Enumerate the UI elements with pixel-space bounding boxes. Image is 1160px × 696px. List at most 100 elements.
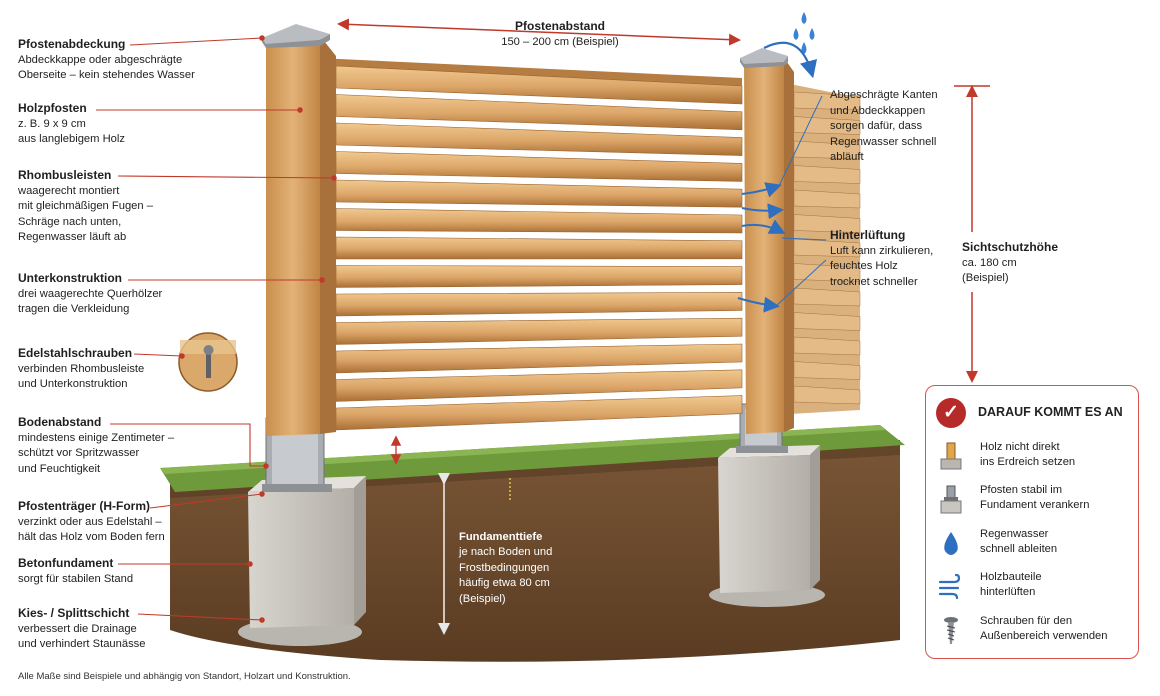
label-title: Holzpfosten: [18, 101, 87, 115]
runoff-label: Abgeschrägte Kanten und Abdeckkappen sor…: [830, 88, 950, 166]
label-title: Unterkonstruktion: [18, 271, 123, 285]
label-title: Pfostenträger (H-Form): [18, 499, 151, 513]
leader-line: [775, 259, 827, 307]
airflow-icon: [938, 573, 961, 600]
leader-dot: [297, 107, 303, 113]
rhombus-slat: [335, 369, 743, 402]
label-unterkonstruktion: Unterkonstruktion drei waagerechte Querhö…: [18, 271, 218, 318]
label-description: z. B. 9 x 9 cm aus langlebigem Holz: [18, 117, 125, 146]
rhombus-slat: [335, 208, 743, 234]
panel-item-text: Schrauben für den Außenbereich verwenden: [980, 615, 1108, 642]
post-anchor-icon: [940, 485, 962, 514]
label-pfostenträger-h-form: Pfostenträger (H-Form) verzinkt oder aus …: [18, 499, 218, 546]
leader-dot: [247, 561, 253, 567]
leader-dot: [319, 277, 325, 283]
ventilation-arrows: [737, 182, 786, 313]
foundation-depth-title: Fundamenttiefe: [459, 530, 543, 543]
panel-item-text: Holz nicht direkt ins Erdreich setzen: [980, 441, 1076, 468]
ventilation-label: Hinterlüftung Luft kann zirkulieren, feu…: [830, 228, 950, 290]
label-title: Kies- / Splittschicht: [18, 606, 130, 620]
runoff-arrow: [763, 41, 818, 79]
panel-item: Holz nicht direkt ins Erdreich setzen: [938, 440, 1134, 474]
wooden-post-right: [740, 48, 794, 434]
leader-line: [129, 37, 263, 46]
label-bodenabstand: Bodenabstand mindestens einige Zentimeter…: [18, 415, 218, 477]
label-title: Rhombusleisten: [18, 168, 112, 182]
leader-line: [133, 353, 183, 357]
label-description: Abdeckkappe oder abgeschrägte Oberseite …: [18, 53, 195, 82]
top-dimension-title: Pfostenabstand: [514, 19, 605, 33]
panel-item: Schrauben für den Außenbereich verwenden: [938, 614, 1134, 648]
leader-line: [777, 95, 823, 189]
leader-dot: [259, 35, 265, 41]
concrete-foundation-left: [248, 476, 366, 628]
concrete-foundation-right: [718, 445, 820, 593]
wooden-post-left: [262, 24, 336, 436]
leader-line: [137, 613, 263, 621]
rhombus-slat: [335, 395, 743, 431]
label-description: verzinkt oder aus Edelstahl – hält das H…: [18, 515, 165, 544]
rhombus-slat: [335, 179, 743, 208]
label-description: mindestens einige Zentimeter – schützt v…: [18, 431, 175, 475]
height-dimension: [954, 85, 990, 383]
footnote: Alle Maße sind Beispiele und abhängig vo…: [18, 671, 351, 682]
foundation-depth-text: je nach Boden und Frostbedingungen häufi…: [459, 546, 553, 605]
ventilation-title: Hinterlüftung: [830, 228, 906, 242]
panel-header: ✓ DARAUF KOMMT ES AN: [936, 398, 1132, 428]
rhombus-slat: [335, 236, 743, 260]
top-dimension-value: 150 – 200 cm (Beispiel): [501, 35, 619, 48]
label-rhombusleisten: Rhombusleisten waagerecht montiert mit gl…: [18, 168, 218, 246]
rhombus-slats: [335, 65, 743, 431]
screw-icon: [944, 617, 958, 644]
height-label: Sichtschutzhöhe ca. 180 cm (Beispiel): [962, 240, 1072, 287]
panel-item: Pfosten stabil im Fundament verankern: [938, 483, 1134, 517]
leader-line: [781, 237, 827, 241]
panel-item-text: Regenwasser schnell ableiten: [980, 528, 1058, 555]
water-drop-icon: [944, 532, 958, 555]
leader-line: [149, 493, 263, 509]
rain-drops-icon: [793, 12, 815, 54]
foundation-depth-label: Fundamenttiefe je nach Boden und Frostbed…: [459, 514, 589, 607]
post-in-ground-icon: [940, 442, 962, 470]
post-spacing-dimension: [337, 18, 741, 46]
runoff-text: Abgeschrägte Kanten und Abdeckkappen sor…: [830, 89, 938, 163]
screw-detail-inset: [178, 332, 238, 392]
label-leader-lines: [96, 35, 827, 623]
rhombus-slat: [335, 151, 743, 182]
key-points-panel: ✓ DARAUF KOMMT ES AN Holz nicht direkt i…: [925, 385, 1139, 659]
ventilation-text: Luft kann zirkulieren, feuchtes Holz tro…: [830, 244, 934, 288]
label-edelstahlschrauben: Edelstahlschrauben verbinden Rhombusleist…: [18, 346, 218, 393]
rhombus-slat: [335, 343, 743, 374]
label-description: verbessert die Drainage und verhindert S…: [18, 622, 146, 651]
leader-dot: [179, 353, 185, 359]
rhombus-slat: [335, 265, 743, 288]
leader-line: [110, 423, 266, 467]
height-title: Sichtschutzhöhe: [962, 240, 1059, 254]
label-title: Betonfundament: [18, 556, 114, 570]
label-betonfundament: Betonfundament sorgt für stabilen Stand: [18, 556, 218, 587]
leader-dot: [259, 491, 265, 497]
panel-item-text: Pfosten stabil im Fundament verankern: [980, 484, 1090, 511]
label-holzpfosten: Holzpfosten z. B. 9 x 9 cm aus langlebige…: [18, 101, 218, 148]
label-description: drei waagerechte Querhölzer tragen die V…: [18, 287, 163, 316]
label-title: Edelstahlschrauben: [18, 346, 133, 360]
leader-dot: [259, 617, 265, 623]
rhombus-slat: [335, 317, 743, 345]
panel-item: Holzbauteile hinterlüften: [938, 570, 1134, 604]
label-kies-splittschicht: Kies- / Splittschicht verbessert die Drai…: [18, 606, 218, 653]
checkmark-icon: ✓: [936, 398, 966, 428]
foundation-depth-dimension: [438, 473, 511, 635]
leader-dot: [263, 463, 269, 469]
label-description: verbinden Rhombusleiste und Unterkonstru…: [18, 362, 145, 391]
label-description: waagerecht montiert mit gleichmäßigen Fu…: [18, 184, 153, 244]
panel-item: Regenwasser schnell ableiten: [938, 527, 1134, 561]
leader-line: [117, 175, 335, 179]
leader-dot: [331, 175, 337, 181]
top-dimension-label: Pfostenabstand 150 – 200 cm (Beispiel): [470, 19, 650, 50]
rhombus-slat: [335, 292, 743, 317]
label-description: sorgt für stabilen Stand: [18, 572, 134, 585]
label-title: Bodenabstand: [18, 415, 102, 429]
panel-title: DARAUF KOMMT ES AN: [978, 405, 1123, 419]
